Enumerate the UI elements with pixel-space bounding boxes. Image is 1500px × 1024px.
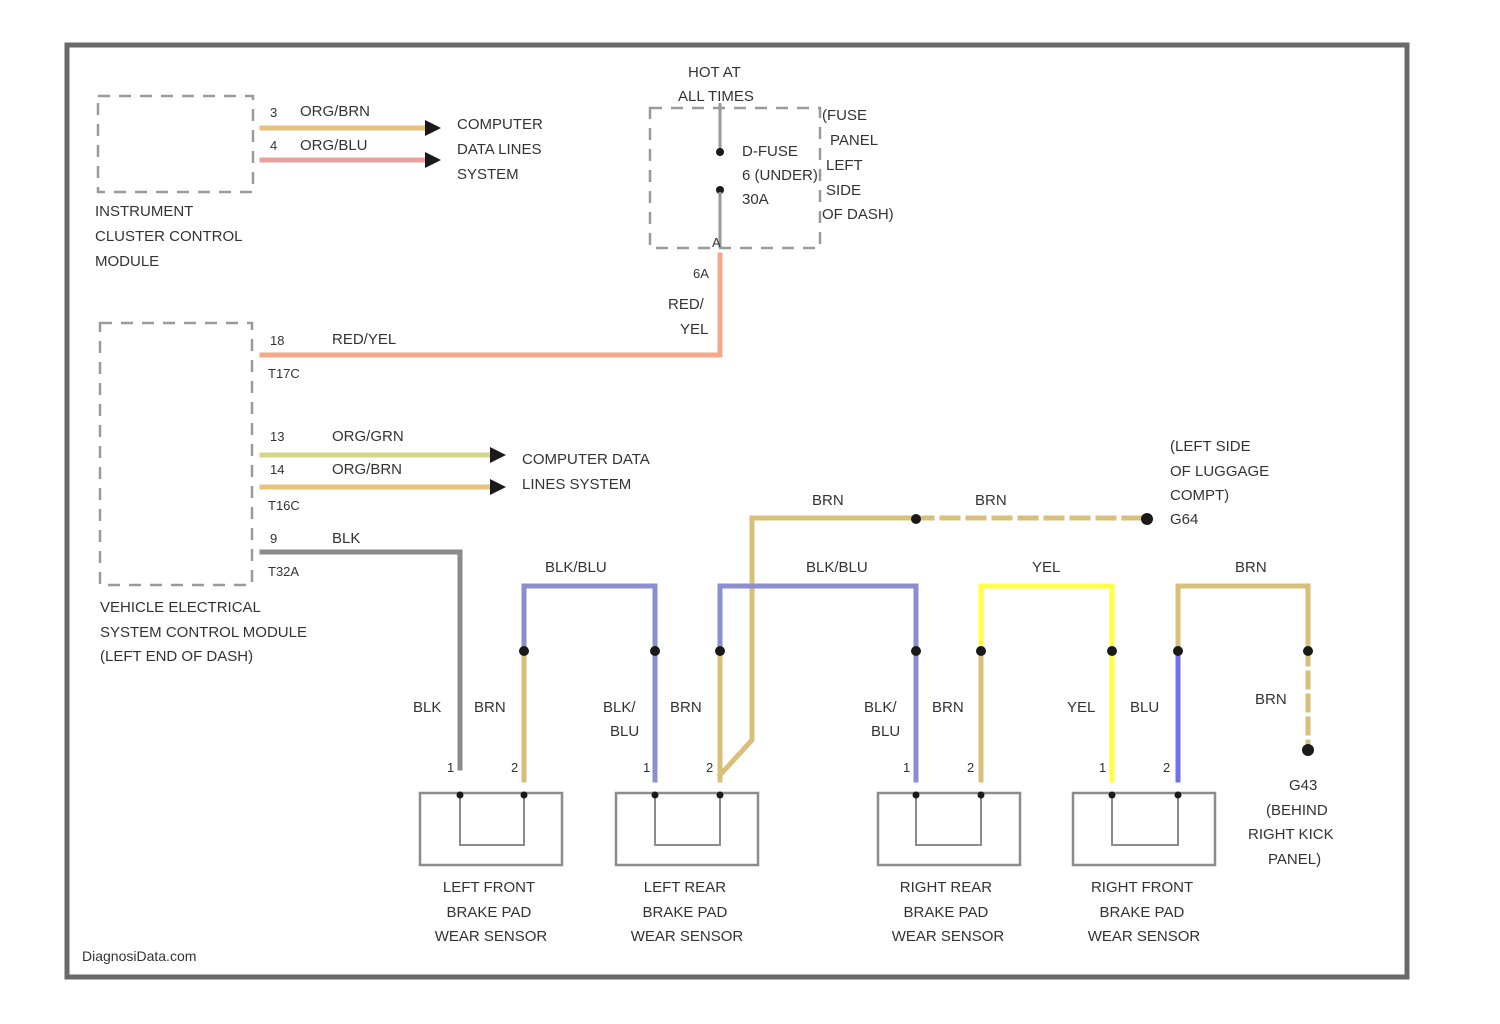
brn-top-label: BRN bbox=[812, 492, 844, 509]
brn-dashed-label: BRN bbox=[975, 492, 1007, 509]
lf-pin2: 2 bbox=[511, 760, 518, 775]
splice-dot bbox=[715, 646, 725, 656]
lr-pin2: 2 bbox=[706, 760, 713, 775]
splice-dot bbox=[1173, 646, 1183, 656]
vem-wire-a-label: RED/YEL bbox=[332, 331, 396, 348]
ic-pin-b: 4 bbox=[270, 138, 277, 153]
ic-wire-b-label: ORG/BLU bbox=[300, 137, 368, 154]
left-front-sensor-label: LEFT FRONT BRAKE PAD WEAR SENSOR bbox=[435, 879, 548, 945]
bridge-rr-rf-label: YEL bbox=[1032, 559, 1060, 576]
vem-wire-d-label: BLK bbox=[332, 530, 360, 547]
fuse-pin-6a: 6A bbox=[693, 266, 709, 281]
lr-wire2-label: BRN bbox=[670, 699, 702, 716]
footer-credit: DiagnosiData.com bbox=[82, 948, 196, 964]
rf-wire1-label: YEL bbox=[1067, 699, 1095, 716]
splice-dot bbox=[650, 646, 660, 656]
vem-pin-b: 13 bbox=[270, 429, 284, 444]
vem-wire-c-label: ORG/BRN bbox=[332, 461, 402, 478]
fuse-pin-a: A bbox=[712, 235, 721, 250]
rf-wire2-label: BLU bbox=[1130, 699, 1159, 716]
right-front-sensor-label: RIGHT FRONT BRAKE PAD WEAR SENSOR bbox=[1088, 879, 1201, 945]
vem-wire-b-label: ORG/GRN bbox=[332, 428, 404, 445]
splice-dot bbox=[976, 646, 986, 656]
splice-dot bbox=[1107, 646, 1117, 656]
ground-g64-dot bbox=[1141, 513, 1153, 525]
splice-dot bbox=[519, 646, 529, 656]
lf-wire2-label: BRN bbox=[474, 699, 506, 716]
ground-wire-label: BRN bbox=[1255, 691, 1287, 708]
ic-pin-a: 3 bbox=[270, 105, 277, 120]
ground-g64-id: G64 bbox=[1170, 511, 1198, 528]
vem-pin-c: 14 bbox=[270, 462, 284, 477]
lf-pin1: 1 bbox=[447, 760, 454, 775]
lf-wire1-label: BLK bbox=[413, 699, 441, 716]
ic-wire-a-label: ORG/BRN bbox=[300, 103, 370, 120]
rr-pin1: 1 bbox=[903, 760, 910, 775]
left-rear-sensor-label: LEFT REAR BRAKE PAD WEAR SENSOR bbox=[631, 879, 744, 945]
bridge-rf-ground-label: BRN bbox=[1235, 559, 1267, 576]
vem-conn-c: T16C bbox=[268, 498, 300, 513]
vem-pin-d: 9 bbox=[270, 531, 277, 546]
splice-dot-brn bbox=[911, 514, 921, 524]
rf-pin2: 2 bbox=[1163, 760, 1170, 775]
ground-g43-dot bbox=[1302, 744, 1314, 756]
vem-conn-d: T32A bbox=[268, 564, 299, 579]
vem-conn-a: T17C bbox=[268, 366, 300, 381]
vem-pin-a: 18 bbox=[270, 333, 284, 348]
splice-dot bbox=[1303, 646, 1313, 656]
rf-pin1: 1 bbox=[1099, 760, 1106, 775]
rr-pin2: 2 bbox=[967, 760, 974, 775]
rr-wire2-label: BRN bbox=[932, 699, 964, 716]
fuse-terminal-top bbox=[716, 148, 724, 156]
lr-pin1: 1 bbox=[643, 760, 650, 775]
splice-dot bbox=[911, 646, 921, 656]
right-rear-sensor-label: RIGHT REAR BRAKE PAD WEAR SENSOR bbox=[892, 879, 1005, 945]
bridge-lf-lr-label: BLK/BLU bbox=[545, 559, 607, 576]
bridge-lr-rr-label: BLK/BLU bbox=[806, 559, 868, 576]
